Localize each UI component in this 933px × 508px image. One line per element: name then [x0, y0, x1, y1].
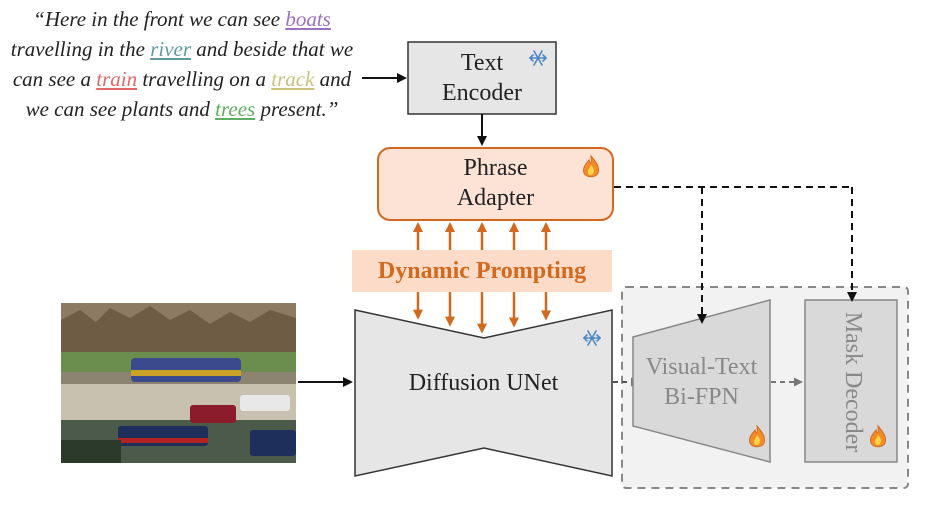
- caption-phrase-track: track: [271, 67, 315, 91]
- prompting-arrows: [413, 222, 551, 334]
- dynamic-prompting-band: [352, 250, 612, 292]
- caption-phrase-train: train: [96, 67, 138, 91]
- caption-text: travelling in the: [10, 37, 151, 61]
- caption-text: present.”: [255, 97, 339, 121]
- dynamic-prompting-label: Dynamic Prompting: [377, 258, 587, 284]
- caption-text: travelling on a: [137, 67, 272, 91]
- diffusion-unet-label: Diffusion UNet: [408, 370, 559, 396]
- diffusion-unet-shape: [354, 309, 613, 477]
- caption-text: and beside that we can see a: [12, 37, 354, 91]
- mask-decoder-label: Mask Decoder: [840, 311, 866, 453]
- fire-icon: [583, 154, 599, 178]
- phrase-adapter-box: [377, 147, 614, 221]
- caption-text: and we can see plants and: [25, 67, 352, 121]
- snowflake-icon: [529, 50, 547, 66]
- snowflake-icon: [583, 330, 601, 346]
- fire-icon: [749, 424, 765, 448]
- caption-phrase-trees: trees: [215, 97, 256, 121]
- input-image: [61, 303, 296, 463]
- visual-text-bifpn-shape: [632, 299, 771, 463]
- caption-text: “Here in the front we can see: [33, 7, 286, 31]
- text-prompt-caption: “Here in the front we can see boats trav…: [4, 4, 360, 124]
- caption-phrase-river: river: [150, 37, 192, 61]
- caption-phrase-boats: boats: [285, 7, 331, 31]
- fire-icon: [870, 424, 886, 448]
- text-encoder-box: [407, 41, 557, 115]
- mask-decoder-box: [804, 299, 898, 463]
